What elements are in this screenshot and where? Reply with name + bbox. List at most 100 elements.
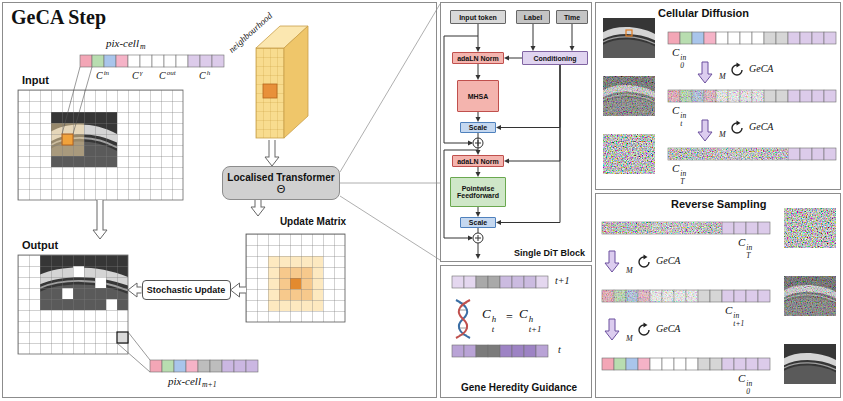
text-label: t+1 <box>555 275 570 286</box>
math-label: Cγ <box>132 69 142 82</box>
script-stack: int+1 <box>733 312 744 328</box>
superscript: h <box>492 315 496 324</box>
text-label: M <box>626 334 633 343</box>
connector <box>476 167 481 177</box>
text-label: GeCA <box>656 323 680 334</box>
math-base: C <box>738 236 745 248</box>
node-label: adaLN Norm <box>457 55 499 62</box>
arrow-head <box>504 159 509 164</box>
math-label: t+1 <box>555 275 570 287</box>
math-base: pix-cell <box>106 37 139 49</box>
connector <box>265 140 279 166</box>
math-label: M <box>626 266 633 276</box>
node-label: Update Matrix <box>280 216 346 227</box>
math-label: Cht <box>482 306 496 334</box>
script-stack: int <box>680 112 686 128</box>
node-label: Reverse Sampling <box>671 198 766 210</box>
node-label: Single DiT Block <box>514 248 585 258</box>
panel: Reverse Sampling <box>595 193 841 398</box>
connector <box>93 200 107 239</box>
script-stack: ht <box>492 315 496 334</box>
panel: GeCA StepInputneighbourhoodLocalised Tra… <box>2 2 437 398</box>
arrow-shaft <box>270 140 275 159</box>
math-label: M <box>626 334 633 344</box>
math-label: Cint+1 <box>725 304 744 327</box>
text-label: M <box>719 130 726 139</box>
connector <box>496 65 560 130</box>
math-base: C <box>159 70 166 81</box>
node-symbol: Θ <box>277 183 286 195</box>
arrow-shaft <box>478 64 479 76</box>
subscript: t <box>492 325 496 334</box>
math-label: GeCA <box>656 323 680 335</box>
subscript: m+1 <box>202 380 217 389</box>
arrow-shaft <box>238 288 247 293</box>
node-label: Scale <box>469 219 487 226</box>
node-label: adaLN Norm <box>457 158 499 165</box>
connector <box>504 65 560 164</box>
math-label: GeCA <box>656 255 680 267</box>
math-label: Ch <box>199 69 210 82</box>
node-label: GeCA Step <box>11 6 106 29</box>
arrow-head <box>496 220 501 225</box>
superscript: γ <box>140 69 143 77</box>
scale-box: Scale <box>460 122 496 133</box>
arrow-shaft <box>98 200 103 232</box>
connector <box>531 24 536 51</box>
update-matrix: Update Matrix <box>246 216 346 326</box>
arrow-shaft <box>500 65 560 128</box>
arrow-shaft <box>508 65 560 161</box>
connector <box>340 183 440 184</box>
math-base: C <box>672 162 679 174</box>
node-label: Cellular Diffusion <box>658 7 749 19</box>
feedforward-box: Pointwise Feedforward <box>450 177 506 207</box>
norm-box: adaLN Norm <box>452 52 504 64</box>
text-label: = <box>506 310 513 324</box>
arrow-shaft <box>478 24 479 48</box>
arrow-shaft <box>533 24 534 47</box>
subscript: 0 <box>746 388 752 396</box>
node-label: Output <box>22 239 58 251</box>
subscript: t+1 <box>733 320 744 328</box>
subscript: 0 <box>680 62 686 70</box>
connector <box>231 283 247 297</box>
text-label: GeCA <box>749 63 773 74</box>
subscript: t+1 <box>529 325 542 334</box>
connector <box>570 24 575 51</box>
superscript: h <box>207 69 211 77</box>
connector <box>476 207 481 217</box>
node-label: Gene Heredity Guidance <box>461 382 577 393</box>
arrow-head <box>496 125 501 130</box>
node-label: Conditioning <box>533 55 576 62</box>
math-base: C <box>199 70 206 81</box>
connector <box>476 24 481 52</box>
arrow-shaft <box>572 24 573 47</box>
node-label: neighbourhood <box>227 11 274 55</box>
superscript: in <box>746 380 752 388</box>
node-label: Input <box>22 74 49 86</box>
math-label: Cin <box>96 69 109 82</box>
connector <box>476 112 481 122</box>
node-label: Scale <box>469 124 487 131</box>
math-label: Cin0 <box>672 46 686 69</box>
input-box: Time <box>556 10 588 24</box>
math-label: pix-cellm <box>106 37 146 52</box>
node-label: Input token <box>459 14 497 21</box>
script-stack: ht+1 <box>529 315 542 334</box>
input-grid: Input <box>18 74 184 200</box>
arrow-shaft <box>136 287 142 294</box>
math-base: C <box>738 372 745 384</box>
text-label: t <box>558 344 561 355</box>
superscript: in <box>746 244 752 252</box>
math-label: Cint <box>672 104 686 127</box>
superscript: out <box>167 69 176 77</box>
math-base: C <box>519 306 528 321</box>
arrow-shaft <box>135 288 142 293</box>
math-label: Cht+1 <box>519 306 542 334</box>
text-label: M <box>719 72 726 81</box>
scale-box: Scale <box>460 217 496 228</box>
superscript: in <box>733 312 744 320</box>
input-box: Input token <box>450 10 506 24</box>
math-label: Cin0 <box>738 372 752 395</box>
